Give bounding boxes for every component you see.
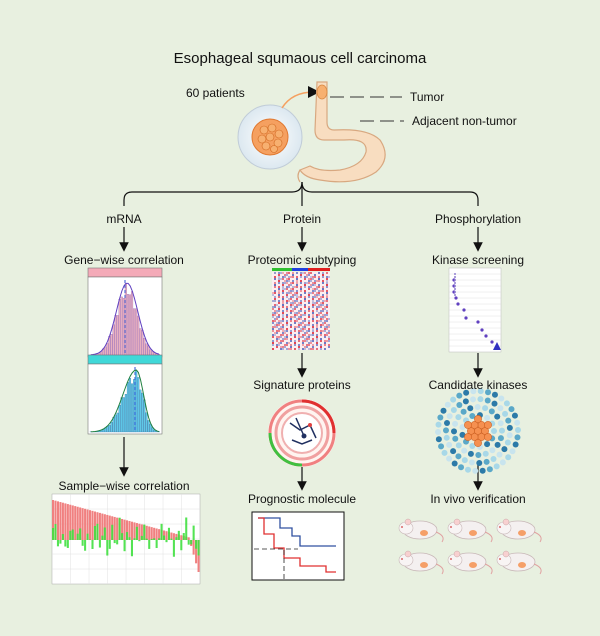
adjacent-label: Adjacent non-tumor: [412, 114, 517, 128]
protein-step1: Proteomic subtyping: [247, 253, 357, 267]
protein-header: Protein: [282, 212, 322, 226]
mrna-header: mRNA: [106, 212, 142, 226]
protein-step3: Prognostic molecule: [247, 492, 357, 506]
proteomic-heatmap-thumbnail: [272, 268, 330, 350]
histogram-cyan-thumbnail: [87, 354, 163, 435]
mrna-step2: Sample−wise correlation: [58, 479, 190, 493]
histogram-pink-thumbnail: [87, 267, 163, 358]
phospho-header: Phosphorylation: [434, 212, 522, 226]
tumor-label: Tumor: [410, 90, 445, 104]
branch-brace: [123, 181, 479, 206]
phospho-step1: Kinase screening: [431, 253, 525, 267]
candidate-kinases-thumbnail: [435, 388, 521, 474]
sample-correlation-thumbnail: [51, 493, 201, 585]
stomach-icon: [297, 81, 386, 183]
phospho-step2: Candidate kinases: [428, 378, 528, 392]
figure-title: Esophageal squmaous cell carcinoma: [173, 50, 427, 67]
tissue-dish-icon: [237, 104, 303, 170]
phospho-step3: In vivo verification: [430, 492, 526, 506]
patients-label: 60 patients: [186, 86, 245, 100]
protein-step2: Signature proteins: [253, 378, 351, 392]
kinase-screening-thumbnail: [448, 267, 502, 353]
sample-arrow-icon: [281, 86, 320, 109]
signature-circos-thumbnail: [268, 399, 336, 467]
survival-curve-thumbnail: [251, 511, 345, 581]
mice-icons: [398, 518, 542, 575]
mrna-step1: Gene−wise correlation: [64, 253, 184, 267]
